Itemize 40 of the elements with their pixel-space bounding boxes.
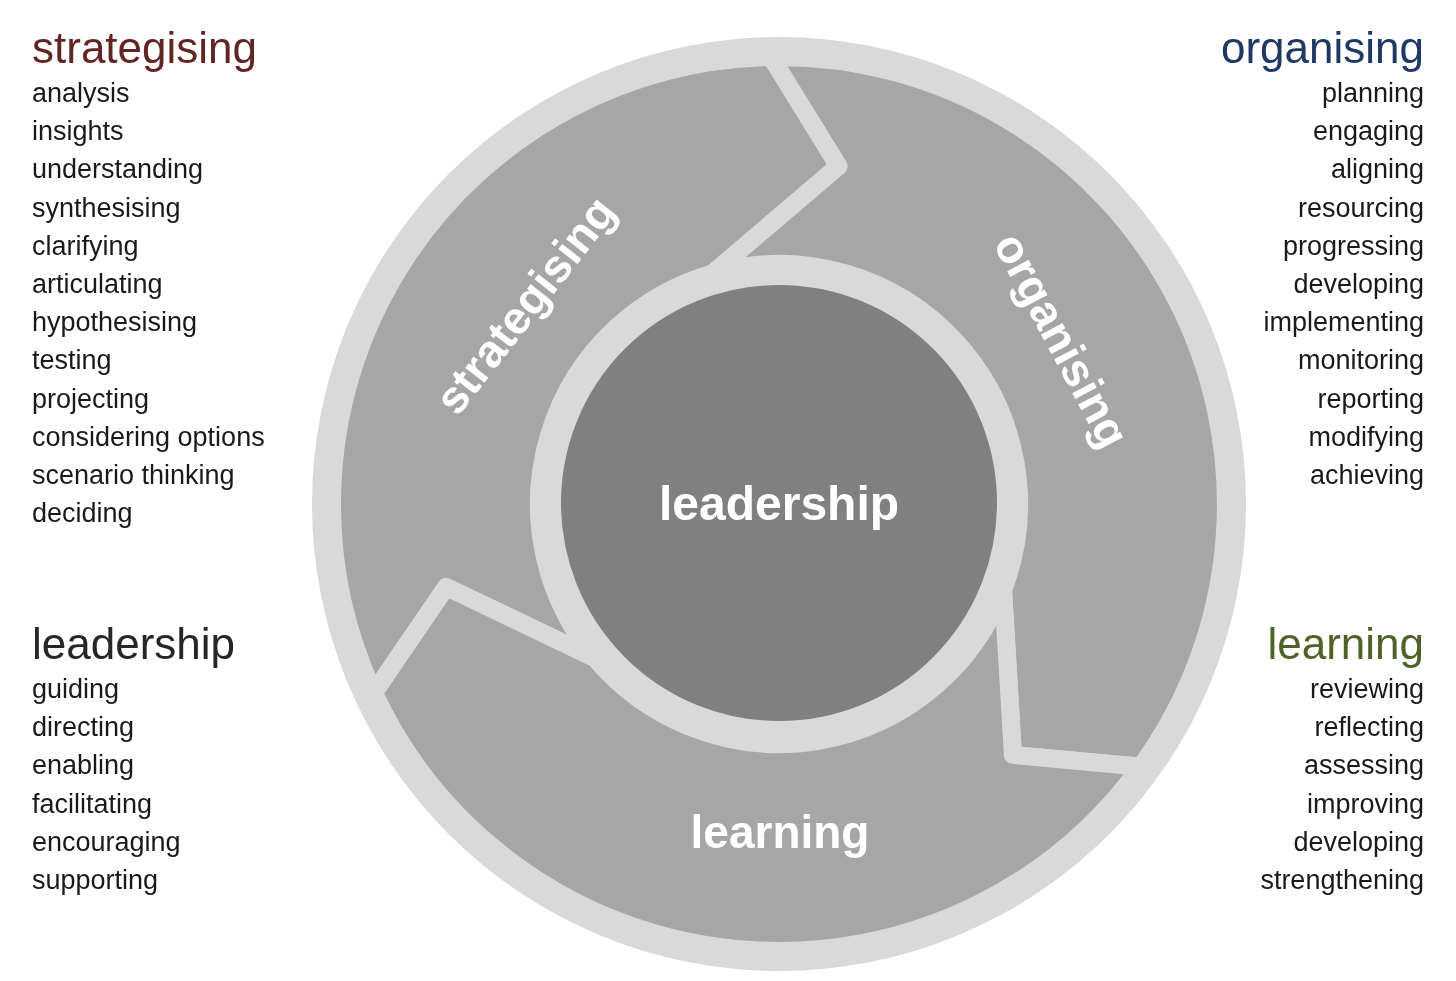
list-item: strengthening bbox=[1260, 864, 1424, 897]
list-item: understanding bbox=[32, 153, 204, 187]
list-item: projecting bbox=[32, 382, 150, 416]
list-item: planning bbox=[1321, 77, 1424, 110]
list-item: developing bbox=[1293, 825, 1424, 859]
list-item: encouraging bbox=[32, 825, 181, 859]
list-item: scenario thinking bbox=[32, 459, 235, 493]
list-heading: leadership bbox=[32, 618, 236, 670]
list-heading: strategising bbox=[32, 22, 257, 74]
list-item: insights bbox=[32, 115, 124, 149]
list-item: enabling bbox=[32, 749, 135, 783]
list-item: articulating bbox=[32, 268, 163, 301]
list-item: facilitating bbox=[32, 787, 153, 821]
list-item: analysis bbox=[32, 77, 130, 110]
list-item: modifying bbox=[1308, 420, 1424, 454]
list-item: supporting bbox=[32, 864, 159, 897]
center-label: leadership bbox=[658, 475, 900, 531]
list-item: synthesising bbox=[32, 191, 181, 225]
list-item: guiding bbox=[32, 673, 120, 706]
list-item: monitoring bbox=[1297, 344, 1424, 378]
list-item: aligning bbox=[1330, 153, 1424, 187]
list-item: considering options bbox=[32, 420, 265, 454]
list-item: deciding bbox=[32, 497, 133, 531]
list-item: resourcing bbox=[1297, 191, 1424, 225]
list-item: improving bbox=[1306, 787, 1424, 821]
list-item: directing bbox=[32, 711, 135, 745]
list-item: progressing bbox=[1282, 229, 1424, 263]
list-item: assessing bbox=[1303, 749, 1424, 783]
list-item: reviewing bbox=[1309, 673, 1424, 706]
list-item: reporting bbox=[1317, 382, 1424, 416]
list-heading: learning bbox=[1267, 618, 1424, 670]
list-item: achieving bbox=[1309, 459, 1424, 493]
list-item: testing bbox=[32, 344, 112, 378]
list-heading: organising bbox=[1220, 22, 1424, 74]
list-item: developing bbox=[1293, 268, 1424, 301]
list-item: clarifying bbox=[32, 229, 139, 263]
list-item: reflecting bbox=[1314, 711, 1424, 745]
list-item: implementing bbox=[1263, 306, 1424, 340]
list-item: engaging bbox=[1312, 115, 1424, 149]
list-item: hypothesising bbox=[32, 306, 198, 340]
